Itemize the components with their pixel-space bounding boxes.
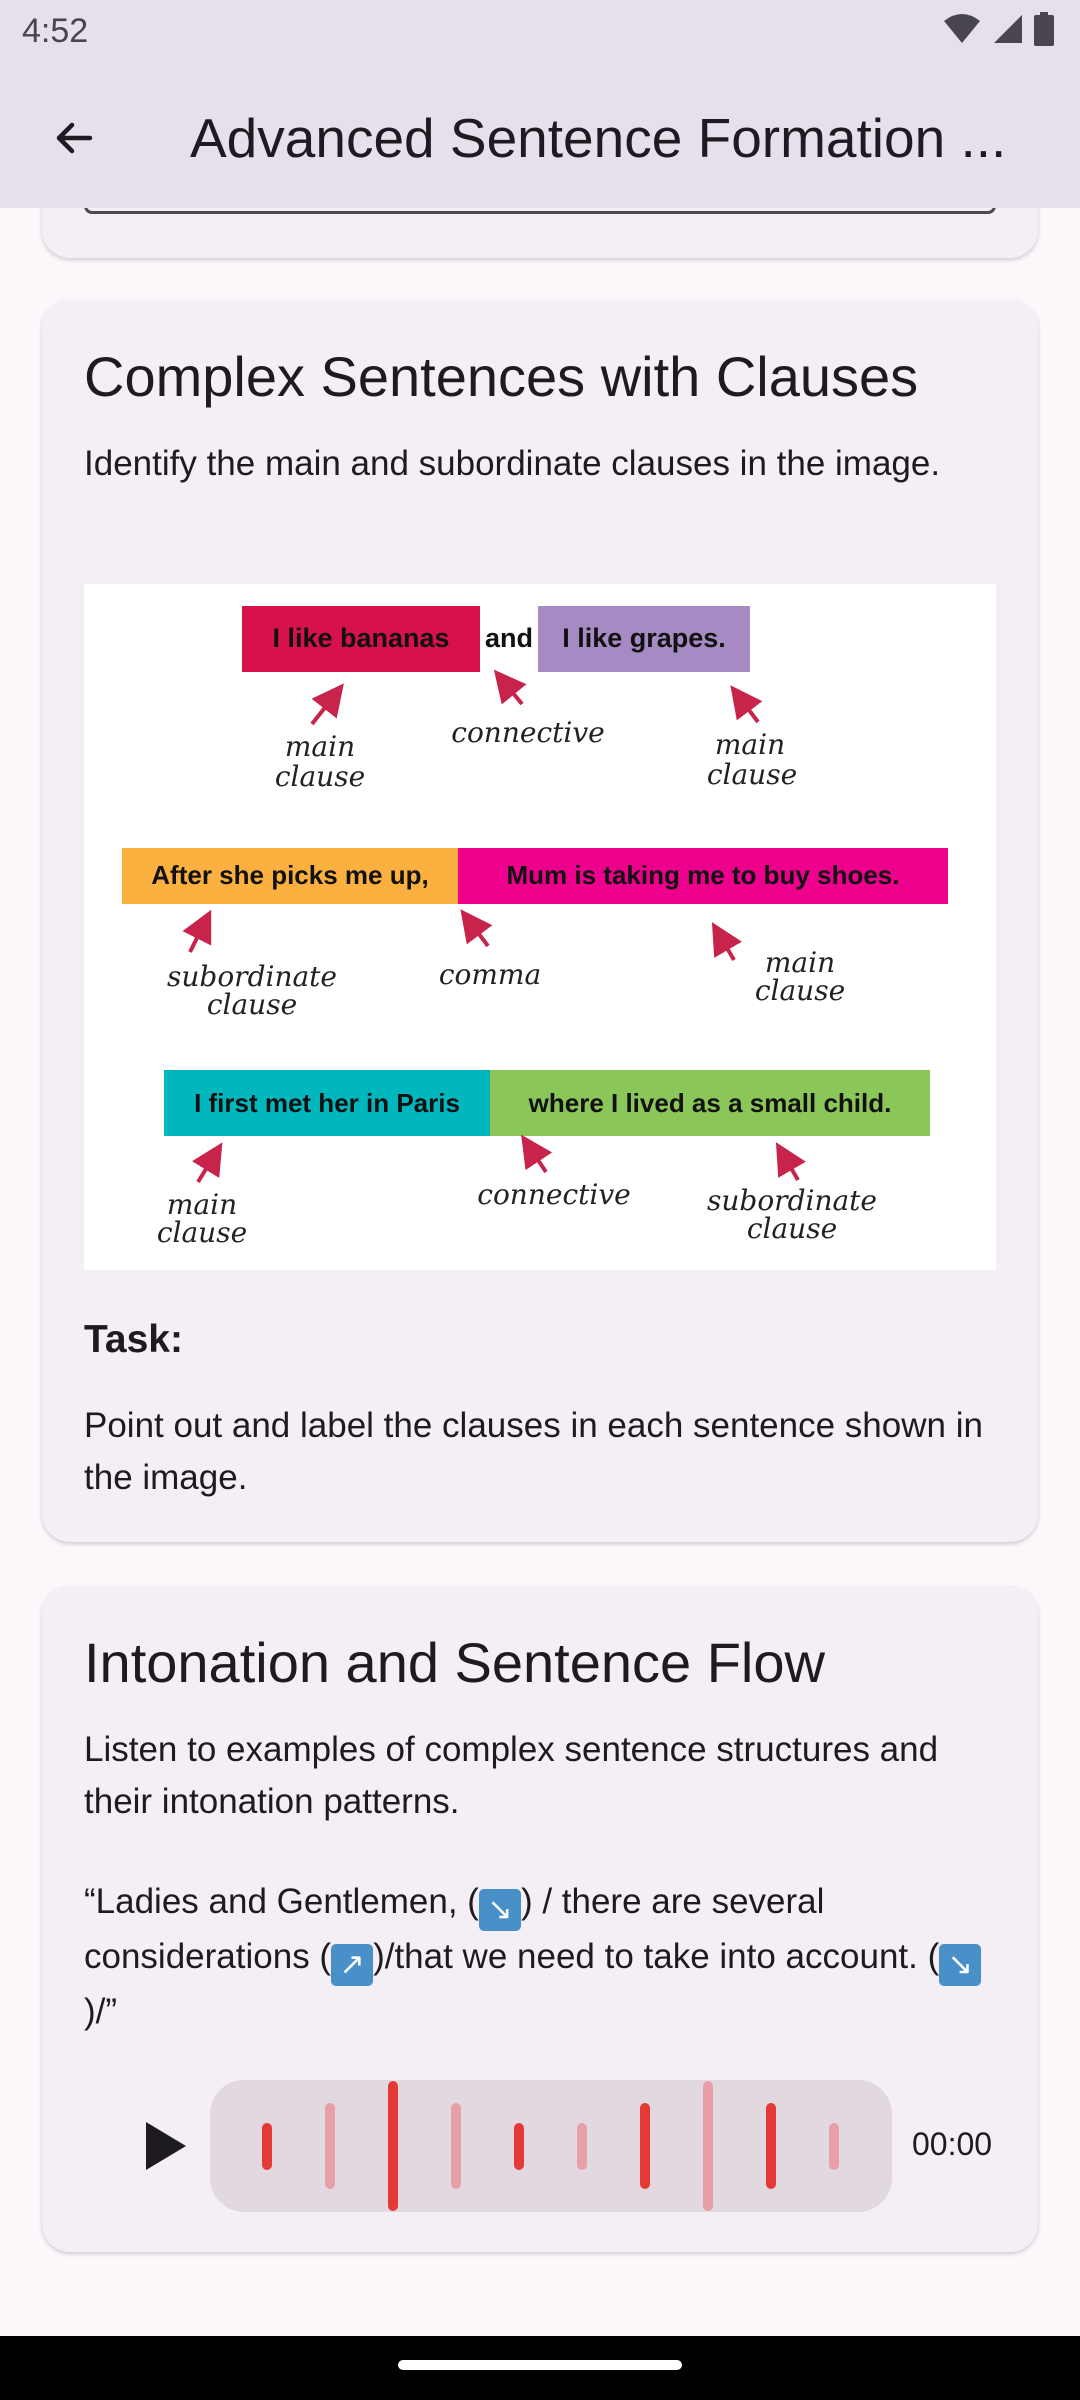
s3-main-clause: I first met her in Paris [194,1088,460,1118]
svg-text:subordinate: subordinate [167,960,337,993]
waveform-bar [703,2081,713,2211]
signal-icon [994,15,1022,43]
wifi-icon [944,14,980,43]
audio-waveform[interactable] [210,2080,892,2212]
waveform-bar [829,2123,839,2170]
s1-main-clause-1: I like bananas [272,623,449,653]
svg-text:main: main [765,946,835,979]
back-button[interactable] [40,104,108,172]
svg-text:clause: clause [207,988,297,1021]
s2-subordinate-clause: After she picks me up, [151,860,428,890]
s1-main-clause-2: I like grapes. [562,623,726,653]
waveform-bar [388,2081,398,2211]
s3-subordinate-clause: where I lived as a small child. [528,1088,892,1118]
svg-text:clause: clause [157,1216,247,1249]
complex-sentences-card: Complex Sentences with Clauses Identify … [42,300,1038,1542]
svg-text:clause: clause [275,760,365,793]
card-title: Complex Sentences with Clauses [84,345,919,408]
svg-text:main: main [167,1188,237,1221]
card-description: Listen to examples of complex sentence s… [84,1730,939,1821]
audio-duration: 00:00 [912,2126,993,2162]
waveform-bar [577,2123,587,2170]
battery-icon [1034,12,1054,46]
waveform-bar [766,2103,776,2189]
falling-arrow-icon: ↘ [478,1889,521,1931]
waveform-bar [325,2103,335,2189]
waveform-bar [514,2123,524,2170]
intonation-card: Intonation and Sentence Flow Listen to e… [42,1586,1038,2252]
waveform-bar [262,2123,272,2170]
s1-connective: and [485,623,533,653]
falling-arrow-icon: ↘ [939,1944,982,1986]
svg-text:connective: connective [477,1178,630,1211]
task-label: Task: [84,1318,183,1361]
waveform-bar [640,2103,650,2189]
arrow-back-icon [56,122,93,154]
status-time: 4:52 [22,12,89,50]
card-title: Intonation and Sentence Flow [84,1631,825,1694]
page-title: Advanced Sentence Formation ... [190,107,1007,169]
svg-text:main: main [285,730,355,763]
svg-text:clause: clause [755,974,845,1007]
play-button[interactable] [126,2106,206,2186]
status-bar: 4:52 [0,0,1080,64]
s2-main-clause: Mum is taking me to buy shoes. [507,860,900,890]
svg-text:clause: clause [747,1212,837,1245]
svg-text:comma: comma [439,958,541,991]
rising-arrow-icon: ↗ [331,1944,374,1986]
card-description: Identify the main and subordinate clause… [84,444,941,483]
play-icon [146,2122,186,2170]
clauses-diagram: I like bananas and I like grapes. main c… [122,606,948,1249]
task-text: Point out and label the clauses in each … [84,1406,983,1497]
svg-text:clause: clause [707,758,797,791]
example-quote: “Ladies and Gentlemen, (↘) / there are s… [84,1876,996,2038]
svg-text:main: main [715,728,785,761]
app-bar: Advanced Sentence Formation ... [0,64,1080,208]
home-gesture-handle[interactable] [398,2360,682,2370]
clauses-image: I like bananas and I like grapes. main c… [84,584,996,1270]
svg-text:connective: connective [451,716,604,749]
waveform-bar [451,2103,461,2189]
svg-text:subordinate: subordinate [707,1184,877,1217]
